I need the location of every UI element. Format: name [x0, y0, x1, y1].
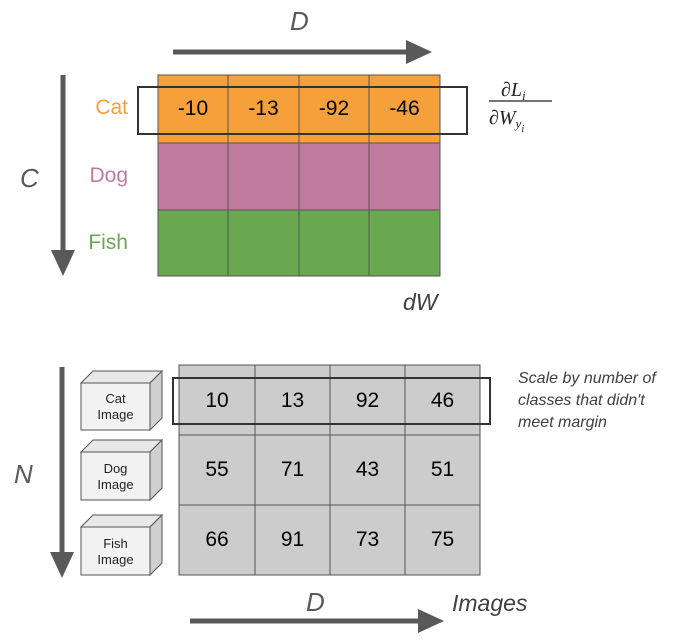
image-label-line: Image — [97, 407, 134, 422]
score-cell: 75 — [430, 528, 455, 551]
top-axis-c-label: C — [20, 163, 39, 193]
dw-cell: -92 — [318, 97, 350, 120]
cat-image-label: Cat Image — [81, 391, 150, 423]
top-grid-lines — [227, 75, 370, 276]
dw-cell: -46 — [389, 97, 420, 120]
gradient-formula: ∂Li ∂Wyi — [489, 79, 552, 135]
svg-text:∂Li: ∂Li — [501, 79, 526, 103]
score-cell: 92 — [355, 389, 380, 412]
bottom-n-arrow — [50, 367, 74, 578]
image-label-line: Image — [97, 552, 134, 567]
scale-note-line: classes that didn't — [518, 392, 645, 409]
image-label-line: Dog — [103, 461, 128, 476]
cat-image-row-highlight — [172, 377, 491, 425]
score-cell: 71 — [280, 458, 305, 481]
score-cell: 43 — [355, 458, 380, 481]
scale-note-line: meet margin — [518, 414, 607, 431]
score-cell: 91 — [280, 528, 305, 551]
dog-image-box — [79, 438, 164, 502]
dw-cell: -13 — [248, 97, 279, 120]
score-cell: 46 — [430, 389, 455, 412]
dw-matrix-label: dW — [403, 289, 438, 315]
cat-row-label: Cat — [95, 96, 128, 119]
bottom-d-arrow — [190, 609, 444, 633]
bottom-axis-d-label: D — [306, 587, 325, 617]
score-cell: 73 — [355, 528, 380, 551]
scale-note-line: Scale by number of — [518, 370, 656, 387]
top-c-arrow — [51, 75, 75, 276]
cat-image-box — [79, 369, 164, 432]
scale-note: Scale by number of classes that didn't m… — [518, 368, 656, 434]
score-cell: 13 — [280, 389, 305, 412]
svg-text:∂Wyi: ∂Wyi — [489, 107, 524, 135]
cat-row-highlight — [137, 86, 468, 135]
bottom-axis-n-label: N — [14, 459, 33, 489]
fish-image-label: Fish Image — [81, 536, 150, 568]
images-label: Images — [452, 590, 528, 616]
fish-image-box — [79, 513, 164, 577]
image-label-line: Cat — [105, 391, 126, 406]
top-axis-d-label: D — [290, 6, 309, 36]
score-cell: 51 — [430, 458, 455, 481]
fish-row-label: Fish — [88, 231, 128, 254]
top-d-arrow — [173, 40, 432, 64]
image-label-line: Image — [97, 477, 134, 492]
dog-image-label: Dog Image — [81, 461, 150, 493]
dog-row-label: Dog — [89, 164, 128, 187]
score-cell: 66 — [205, 528, 229, 551]
score-cell: 55 — [205, 458, 229, 481]
score-cell: 10 — [205, 389, 229, 412]
dw-cell: -10 — [177, 97, 209, 120]
image-label-line: Fish — [103, 536, 128, 551]
